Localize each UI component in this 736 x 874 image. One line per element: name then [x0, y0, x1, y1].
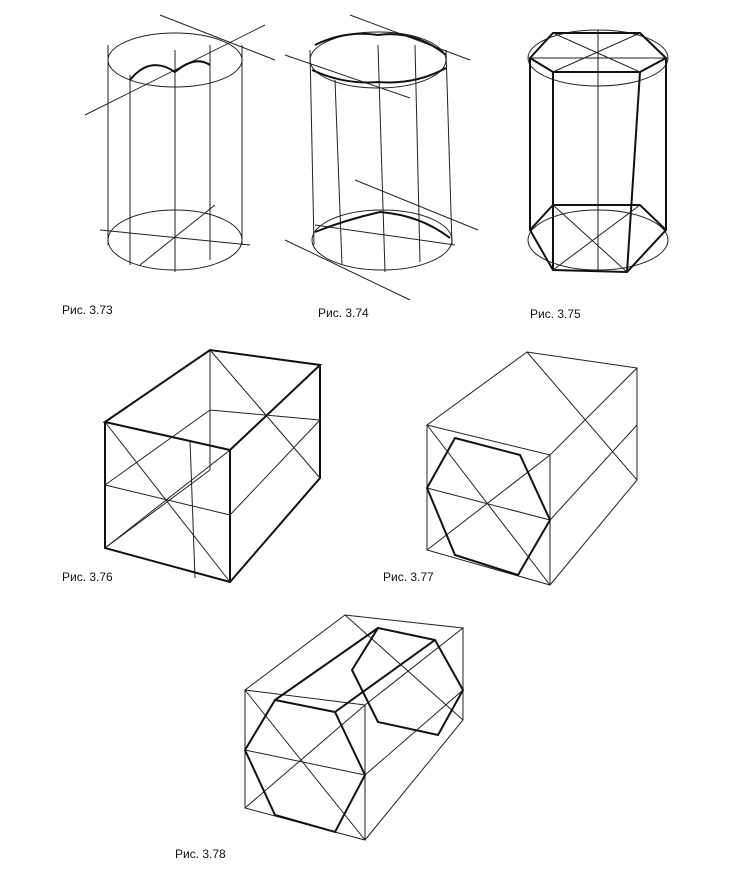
caption-fig-3-75: Рис. 3.75 — [530, 307, 581, 321]
box-drawing-3-76 — [102, 348, 323, 584]
box-drawing-3-78 — [243, 614, 465, 841]
caption-fig-3-76: Рис. 3.76 — [62, 570, 113, 584]
cylinder-drawing-3-74 — [284, 14, 479, 301]
box-drawing-3-77 — [425, 351, 639, 586]
hexagonal-prism-3-75 — [527, 29, 669, 274]
caption-fig-3-74: Рис. 3.74 — [318, 306, 369, 320]
caption-fig-3-77: Рис. 3.77 — [383, 570, 434, 584]
caption-fig-3-78: Рис. 3.78 — [175, 847, 226, 861]
cylinder-drawing-3-73 — [84, 14, 276, 272]
caption-fig-3-73: Рис. 3.73 — [62, 303, 113, 317]
